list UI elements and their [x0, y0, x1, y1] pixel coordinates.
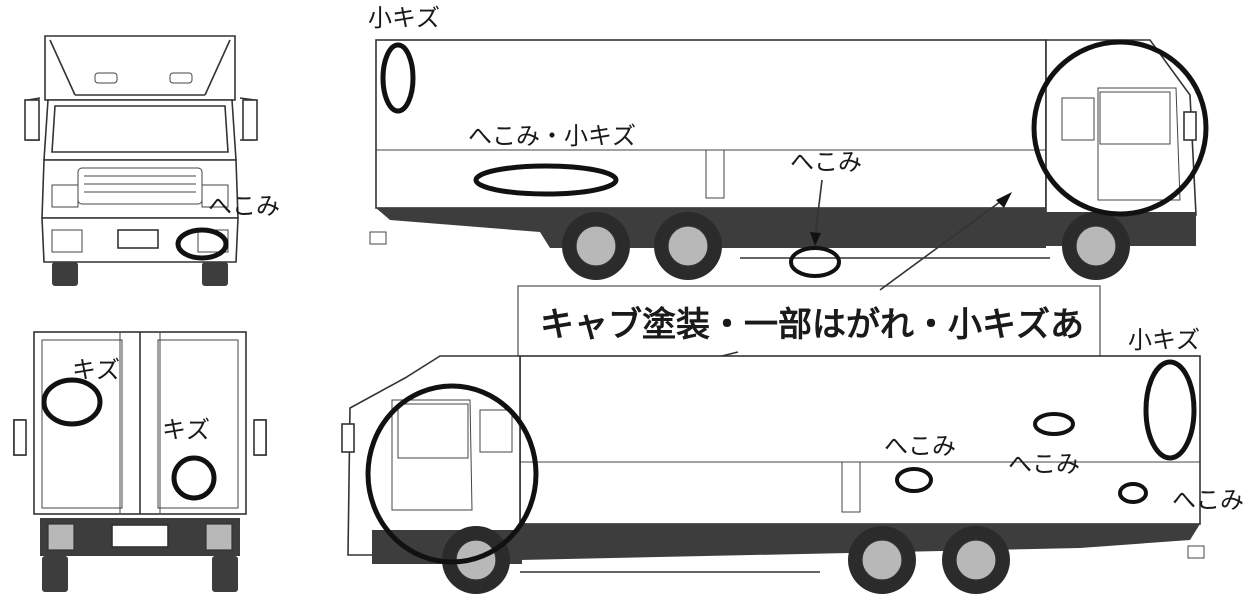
cab-paint-callout: キャブ塗装・一部はがれ・小キズあ [517, 192, 1101, 410]
rear-scratch-left-label: キズ [72, 356, 120, 384]
left-dent-3-label: へこみ [1172, 486, 1244, 514]
rear-view: キズ キズ [13, 331, 267, 592]
rear-scratch-right-label: キズ [162, 416, 210, 444]
left-small-scratch-marker [1143, 359, 1197, 461]
left-small-scratch-label: 小キズ [1128, 326, 1200, 354]
front-view: へこみ [24, 35, 280, 286]
right-dent-scratch-marker [473, 163, 619, 197]
left-dent-1-label: へこみ [884, 432, 956, 460]
right-dent-label: へこみ [790, 148, 862, 176]
left-dent-2-label: へこみ [1008, 450, 1080, 478]
right-side-view: 小キズ へこみ・小キズ へこみ [368, 4, 1209, 280]
right-dent-marker [789, 246, 841, 278]
left-side-view: 小キズ へこみ へこみ へこみ [341, 326, 1244, 594]
left-dent-1-marker [895, 467, 933, 493]
right-small-scratch-marker [380, 42, 416, 114]
rear-scratch-right-marker [171, 455, 217, 501]
right-dent-scratch-label: へこみ・小キズ [468, 122, 636, 150]
left-dent-2-marker [1033, 412, 1075, 436]
front-dent-marker [175, 227, 229, 261]
front-dent-label: へこみ [208, 192, 280, 220]
rear-scratch-left-marker [41, 377, 103, 427]
callout-text: キャブ塗装・一部はがれ・小キズあ [540, 305, 1084, 345]
left-dent-3-marker [1118, 482, 1148, 504]
right-small-scratch-label: 小キズ [368, 4, 440, 32]
left-cab-marker [365, 383, 539, 565]
right-cab-marker [1031, 39, 1209, 217]
